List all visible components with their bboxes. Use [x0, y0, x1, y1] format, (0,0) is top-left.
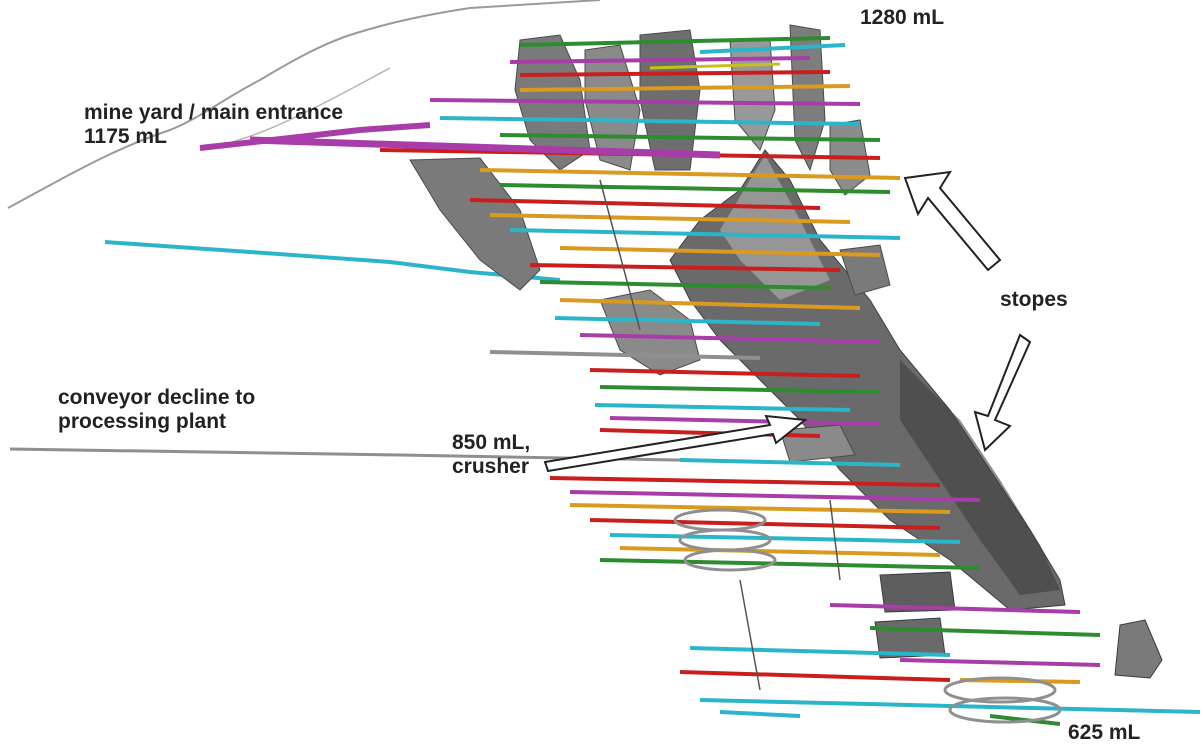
drift-630-cyan [699, 698, 1201, 714]
drift-1080-red [529, 263, 841, 272]
drift-1060-green [539, 280, 831, 290]
drift-920-cyan [594, 403, 851, 412]
drift-1210-cyan [439, 116, 861, 126]
drift-730-green [599, 558, 981, 570]
stope-mid-block [839, 244, 891, 296]
drift-650-red [679, 670, 951, 682]
stope-upper-5 [789, 24, 826, 172]
ramp-spiral-4 [943, 676, 1057, 704]
drift-1170-orange [479, 168, 901, 180]
stope-mid-west [599, 289, 701, 376]
drift-640-orange [959, 678, 1081, 684]
mine-yard-label: mine yard / main entrance 1175 mL [84, 101, 343, 149]
ramp-group [599, 179, 1062, 724]
drift-1000-magenta [579, 333, 881, 344]
drift-710-magenta [829, 603, 1081, 614]
drift-625-cyan [719, 710, 801, 718]
ramp-spiral-2 [678, 528, 772, 552]
crusher-label-line2: crusher [452, 455, 530, 478]
stope-main-shadow [900, 360, 1060, 595]
crusher-label: 850 mL, crusher [452, 431, 530, 479]
drift-665-magenta [899, 658, 1101, 667]
drift-815-magenta [569, 490, 981, 502]
drift-850-cyan [679, 458, 901, 467]
drift-1250-red [519, 70, 831, 77]
crusher-arrow [543, 414, 808, 473]
drift-1040-orange [559, 298, 861, 310]
stopes-arrow-upper [903, 170, 1002, 272]
drift-1260-magenta [509, 56, 811, 64]
mine-yard-label-line1: mine yard / main entrance [84, 101, 344, 124]
level-label-625: 625 mL [1068, 721, 1141, 744]
drift-700-green [869, 626, 1101, 637]
drift-1280-green [519, 36, 831, 47]
surface-topography-line [7, 0, 601, 209]
drift-960-red [589, 368, 861, 378]
drift-940-green [599, 385, 881, 394]
drift-1270-cyan [699, 43, 846, 54]
drift-745-orange [619, 546, 941, 557]
stope-upper-4 [729, 39, 776, 151]
shaft-line-1 [739, 579, 761, 691]
stope-west-column [409, 157, 541, 291]
drift-680-cyan [689, 646, 951, 657]
level-label-1280: 1280 mL [860, 6, 945, 29]
drift-1020-cyan [554, 316, 821, 326]
drift-1240-yellow [649, 62, 781, 70]
conveyor-label-line1: conveyor decline to [58, 386, 256, 409]
main-entrance-adit [199, 122, 431, 151]
drift-800-orange [569, 503, 951, 514]
arrows-group [543, 170, 1032, 473]
stope-upper-3 [639, 29, 701, 171]
drift-900-magenta [609, 416, 881, 426]
drift-1200-green [499, 133, 881, 142]
drift-980-gray [489, 350, 761, 360]
drift-1120-cyan [509, 228, 901, 240]
stopes-label: stopes [1000, 288, 1068, 311]
drift-780-red [589, 518, 941, 530]
shaft-line-3 [829, 499, 841, 581]
mine-yard-label-line2: 1175 mL [84, 125, 167, 148]
drift-1220-magenta [429, 98, 861, 106]
drift-1180-magenta [249, 136, 721, 159]
conveyor-label: conveyor decline to processing plant [58, 386, 255, 434]
ramp-spiral-3 [683, 548, 777, 572]
ramp-spiral-1 [673, 508, 767, 532]
drift-1100-orange [559, 246, 881, 257]
ramp-spiral-5 [948, 696, 1062, 724]
drift-1150-red [469, 198, 821, 210]
drift-830-red [549, 476, 941, 487]
stopes-arrow-lower [973, 333, 1032, 452]
drift-1140-orange [489, 213, 851, 224]
drift-760-cyan [609, 533, 961, 544]
shaft-line-2 [599, 179, 641, 331]
stope-lower-east [1114, 619, 1163, 679]
conveyor-label-line2: processing plant [58, 410, 227, 433]
level-drifts-group [249, 36, 1201, 726]
drift-1160-green [499, 183, 891, 194]
crusher-label-line1: 850 mL, [452, 431, 531, 454]
drift-1230-orange [519, 84, 851, 92]
